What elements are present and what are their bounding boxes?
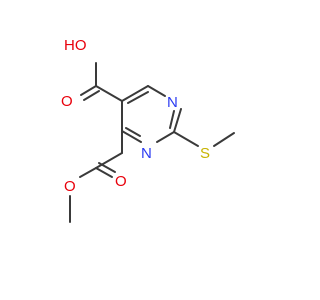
bond-s-ch3 <box>213 132 235 147</box>
bond-c5-c6-double-a <box>121 85 149 102</box>
ester-double-oxygen-label: O <box>115 173 127 190</box>
bond-ester-c-o-single <box>79 167 97 178</box>
acid-carbonyl-oxygen-label: O <box>61 93 73 110</box>
ring-nitrogen-3-label: N <box>141 145 152 162</box>
bond-ch2-ch2 <box>95 152 123 169</box>
ester-single-oxygen-label: O <box>64 178 76 195</box>
bond-c2-n3 <box>156 131 175 143</box>
bond-c6-n1 <box>147 85 166 97</box>
molecule-structure: HO O N N S O O <box>61 37 235 223</box>
bond-ester-c-o-double-a <box>95 167 113 178</box>
hydroxyl-label: HO <box>64 37 87 54</box>
bond-c2-s <box>173 131 199 147</box>
bond-acid-c-ring <box>95 85 123 102</box>
bond-c-o-double-b <box>83 90 100 101</box>
bond-n3-c4-b <box>125 127 141 137</box>
bond-n1-c2 <box>173 108 182 133</box>
bond-c-o-double-a <box>80 85 97 96</box>
bond-c5-c6-double-b <box>127 91 149 104</box>
bond-ester-c-o-double-b <box>98 162 116 173</box>
bond-n1-c2-inner <box>169 110 175 129</box>
bond-lines <box>69 62 235 223</box>
sulfur-label: S <box>200 145 210 162</box>
ring-nitrogen-1-label: N <box>167 94 178 111</box>
bond-n3-c4-a <box>121 130 142 143</box>
